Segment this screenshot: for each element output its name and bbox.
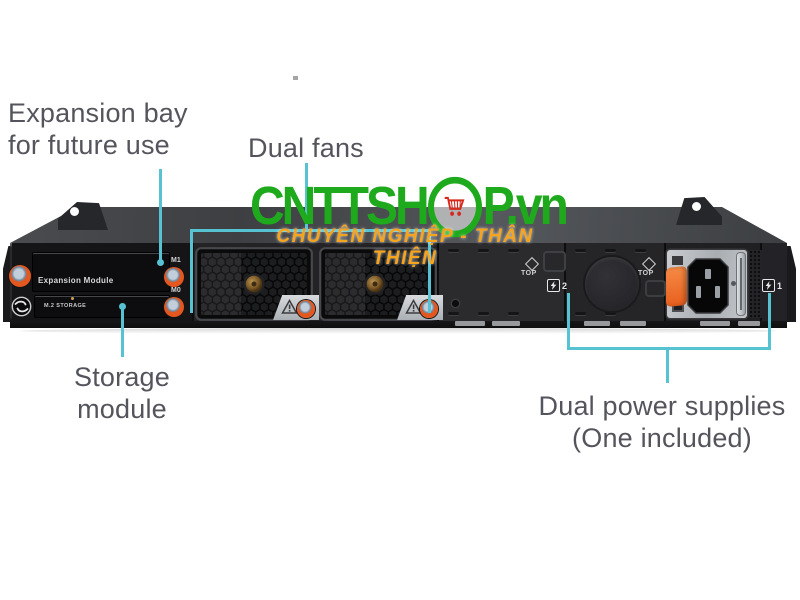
psu-leader-left xyxy=(567,293,570,350)
panel-hole xyxy=(452,300,459,307)
power-supplies-annotation: Dual power supplies (One included) xyxy=(512,390,800,454)
swirl-logo-icon xyxy=(11,296,32,317)
panel-notch xyxy=(448,312,459,315)
storage-annotation-line1: Storage xyxy=(74,362,170,392)
psu-handle-slot xyxy=(740,258,742,310)
brand-logo: CNTTSH P.vn xyxy=(250,176,569,238)
brand-text-right: P.vn xyxy=(482,176,569,237)
brand-tagline: CHUYÊN NGHIỆP - THÂN THIỆN xyxy=(276,226,534,269)
psu-leader-stem xyxy=(666,347,669,383)
psu1-number: 1 xyxy=(777,281,783,291)
lightning-icon xyxy=(550,281,557,290)
brand-text-left: CNTTSH xyxy=(250,176,430,237)
panel-notch xyxy=(478,312,489,315)
fans-leader-right xyxy=(428,229,431,313)
psu-handle-screw xyxy=(731,281,736,286)
expansion-leader-line xyxy=(159,169,162,261)
panel-seam xyxy=(564,243,566,321)
fan2-warning-triangle-icon xyxy=(405,299,422,314)
storage-leader-line xyxy=(121,307,124,357)
psu2-number: 2 xyxy=(562,281,568,291)
expansion-module-slot xyxy=(32,252,170,292)
expansion-left-thumbscrew xyxy=(9,265,31,287)
psu-vent-square xyxy=(672,256,683,265)
left-side-flange xyxy=(3,246,12,322)
psu-power-inlet xyxy=(687,258,729,314)
panel-notch xyxy=(605,249,616,252)
artifact-dot xyxy=(293,76,298,80)
chassis-top-surface xyxy=(10,207,787,243)
expansion-module-label: Expansion Module xyxy=(38,276,114,285)
bottom-tab xyxy=(455,321,485,326)
panel-latch xyxy=(543,251,566,272)
power-annotation-line2: (One included) xyxy=(572,423,752,453)
bottom-tab xyxy=(738,321,760,326)
panel-notch xyxy=(448,249,459,252)
m1-label: M1 xyxy=(171,257,181,264)
power-annotation-line1: Dual power supplies xyxy=(538,391,786,421)
m0-thumbscrew xyxy=(164,297,184,317)
panel-notch xyxy=(508,249,519,252)
chassis-bottom-strip xyxy=(10,318,787,328)
panel-notch xyxy=(575,249,586,252)
panel-notch xyxy=(508,312,519,315)
panel-notch xyxy=(635,249,646,252)
fans-leader-left xyxy=(190,229,193,313)
bottom-tab xyxy=(492,321,520,326)
right-side-flange xyxy=(787,246,796,322)
psu-leader-horizontal xyxy=(567,347,771,350)
expansion-leader-dot xyxy=(157,259,164,266)
panel-notch xyxy=(575,312,586,315)
panel-seam xyxy=(437,243,439,321)
psu-orange-clip xyxy=(666,266,687,307)
m2-led xyxy=(71,297,74,300)
blank-panel-section xyxy=(437,243,564,321)
fan1-thumbscrew xyxy=(297,300,315,318)
panel-seam xyxy=(192,243,194,321)
bottom-tab xyxy=(700,321,730,326)
panel-notch xyxy=(605,312,616,315)
storage-annotation-line2: module xyxy=(77,394,167,424)
psu2-power-label-box xyxy=(547,279,560,292)
top-label: TOP xyxy=(638,270,654,277)
expansion-bay-annotation: Expansion bay for future use xyxy=(8,97,188,161)
bottom-tab xyxy=(584,321,610,326)
psu2-knockout-disc xyxy=(585,257,639,311)
panel-notch xyxy=(478,249,489,252)
fans-leader-horizontal xyxy=(190,229,431,232)
m1-thumbscrew xyxy=(164,267,184,287)
m0-label: M0 xyxy=(171,287,181,294)
right-rack-ear-hole xyxy=(692,202,701,211)
storage-leader-dot xyxy=(119,303,126,310)
right-end-section xyxy=(760,243,787,321)
expansion-annotation-line2: for future use xyxy=(8,130,170,160)
m2-storage-label: M.2 STORAGE xyxy=(44,303,87,309)
top-label: TOP xyxy=(521,270,537,277)
fans-leader-stem xyxy=(305,163,308,231)
cart-icon xyxy=(444,196,465,216)
left-rack-ear-hole xyxy=(70,207,79,216)
lightning-icon xyxy=(765,281,772,290)
left-rack-ear xyxy=(58,202,108,230)
chassis-shadow xyxy=(20,328,777,334)
fan1-warning-triangle-icon xyxy=(281,299,298,314)
brand-o-circle xyxy=(427,176,482,237)
psu-mesh xyxy=(745,250,762,318)
psu-leader-right xyxy=(768,293,771,350)
psu2-pull-tab xyxy=(645,280,666,297)
dual-fans-annotation: Dual fans xyxy=(248,133,364,163)
storage-module-annotation: Storage module xyxy=(42,361,202,425)
bottom-tab xyxy=(620,321,646,326)
psu1-power-label-box xyxy=(762,279,775,292)
expansion-annotation-line1: Expansion bay xyxy=(8,98,188,128)
right-rack-ear xyxy=(676,197,722,225)
